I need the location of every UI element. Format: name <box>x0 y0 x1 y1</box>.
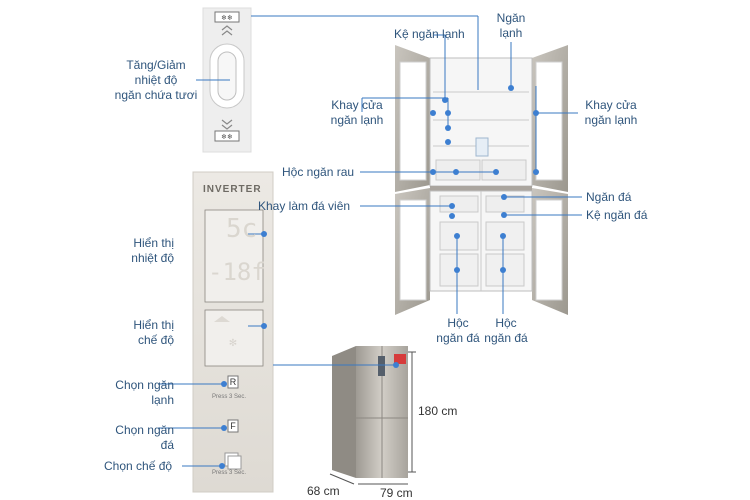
label-door-tray-left: Khay cửa ngăn lạnh <box>330 98 384 127</box>
label-select-cooler: Chọn ngăn lạnh <box>115 378 174 407</box>
svg-text:❄❄: ❄❄ <box>221 14 233 22</box>
label-mode-display: Hiển thị chế độ <box>133 318 174 347</box>
dimension-lines <box>329 351 416 485</box>
panel-brand: INVERTER <box>203 184 262 195</box>
label-cooler-compartment: Ngăn lạnh <box>496 11 526 40</box>
label-door-tray-right: Khay cửa ngăn lạnh <box>584 98 638 127</box>
freezer-select-button[interactable]: F <box>230 421 236 431</box>
panel-display-top: 5c <box>226 214 258 244</box>
callout-dots <box>219 85 539 469</box>
label-freezer-shelf: Kệ ngăn đá <box>586 208 648 222</box>
callout-lines <box>158 15 582 467</box>
closed-fridge <box>332 346 408 478</box>
control-panel: ✻ <box>192 171 274 493</box>
dimension-width: 79 cm <box>380 486 413 500</box>
label-temp-display: Hiển thị nhiệt độ <box>131 236 174 265</box>
label-vegetable-drawer: Hộc ngăn rau <box>282 165 355 179</box>
label-freezer-drawer-right: Hộc ngăn đá <box>484 316 528 345</box>
temperature-dial-panel: ❄❄ ❄❄ <box>202 7 252 153</box>
panel-display-bottom: -18f <box>208 258 266 286</box>
label-cooler-shelf: Kệ ngăn lạnh <box>394 27 465 41</box>
cooler-select-button[interactable]: R <box>229 377 237 387</box>
label-freezer-compartment: Ngăn đá <box>586 190 632 204</box>
label-ice-tray: Khay làm đá viên <box>258 199 351 213</box>
label-temp-adjust: Tăng/Giảm nhiệt độ ngăn chứa tươi <box>114 58 198 102</box>
svg-text:❄❄: ❄❄ <box>221 133 233 141</box>
press-hint-2: Press 3 Sec. <box>212 470 247 476</box>
label-select-mode: Chọn chế độ <box>104 459 173 473</box>
svg-text:✻: ✻ <box>229 338 237 349</box>
dimension-height: 180 cm <box>418 404 458 418</box>
label-freezer-drawer-left: Hộc ngăn đá <box>436 316 480 345</box>
label-select-freezer: Chọn ngăn đá <box>115 423 174 452</box>
press-hint-1: Press 3 Sec. <box>212 394 247 400</box>
open-fridge <box>395 45 568 315</box>
dimension-depth: 68 cm <box>307 484 340 498</box>
